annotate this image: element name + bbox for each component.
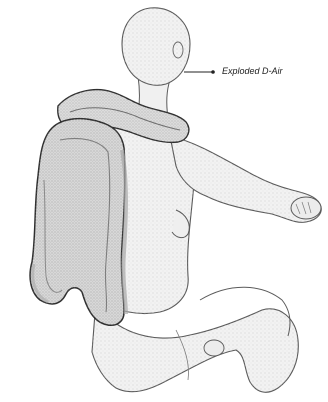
callout-dot [211, 70, 215, 74]
mannequin-hand [291, 197, 321, 219]
callout-leader [184, 70, 215, 74]
callout-label: Exploded D-Air [222, 66, 283, 76]
